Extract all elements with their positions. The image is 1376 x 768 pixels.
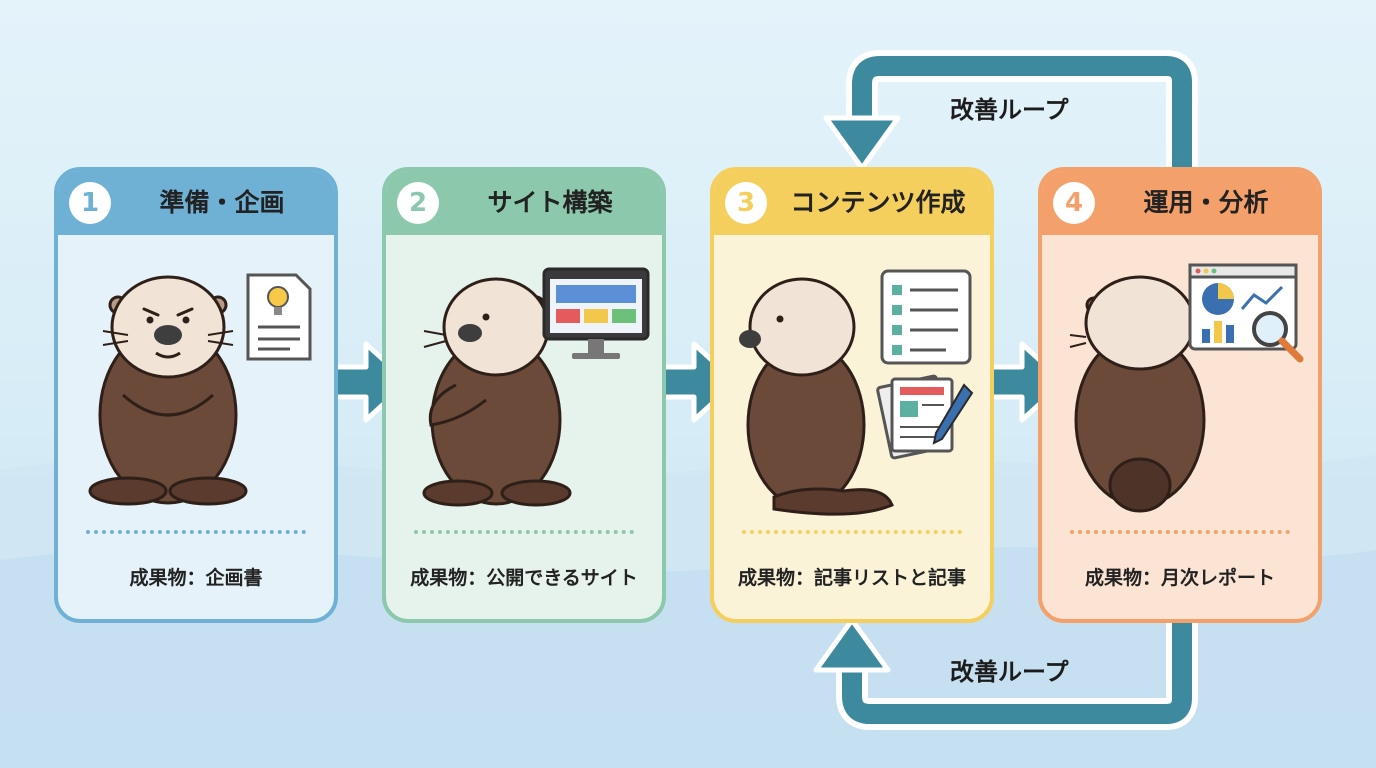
step-title: 準備・企画 — [159, 188, 285, 217]
bottom-loop-arrowhead — [813, 617, 891, 673]
step-illustration — [422, 267, 650, 507]
step-title: 運用・分析 — [1143, 188, 1269, 217]
step-deliverable: 成果物：月次レポート — [1084, 567, 1275, 589]
otter-icon — [1069, 275, 1206, 513]
step-card-4: 4 運用・分析 成果物：月次レポート — [1038, 167, 1322, 623]
step-deliverable: 成果物：公開できるサイト — [410, 567, 638, 589]
analytics-dashboard-icon — [1188, 263, 1304, 363]
monitor-icon — [542, 267, 650, 359]
step-number-badge: 4 — [1053, 182, 1095, 224]
otter-icon — [739, 277, 894, 516]
step-deliverable: 成果物：記事リストと記事 — [737, 567, 966, 589]
step-card-1: 1 準備・企画 成果物：企画書 — [54, 167, 338, 623]
checklist-icon — [880, 269, 972, 365]
divider-dots — [742, 530, 962, 534]
divider-dots — [86, 530, 306, 534]
step-illustration — [1069, 263, 1304, 513]
step-title: コンテンツ作成 — [790, 188, 966, 217]
idea-document-icon — [246, 273, 312, 361]
step-number-badge: 3 — [725, 182, 767, 224]
step-illustration — [88, 273, 312, 506]
step-illustration — [739, 269, 974, 516]
divider-dots — [414, 530, 634, 534]
step-header: 2 サイト構築 — [386, 171, 662, 235]
otter-icon — [88, 275, 248, 506]
step-number-badge: 2 — [397, 182, 439, 224]
step-deliverable: 成果物：企画書 — [129, 567, 263, 589]
step-card-3: 3 コンテンツ作成 — [710, 167, 994, 623]
step-header: 3 コンテンツ作成 — [714, 171, 990, 235]
step-header: 4 運用・分析 — [1042, 171, 1318, 235]
article-pen-icon — [876, 374, 974, 460]
bottom-loop-label: 改善ループ — [950, 658, 1069, 686]
top-loop-arrowhead — [823, 115, 901, 171]
step-title: サイト構築 — [487, 188, 613, 217]
step-number-badge: 1 — [69, 182, 111, 224]
otter-icon — [422, 277, 572, 507]
step-header: 1 準備・企画 — [58, 171, 334, 235]
divider-dots — [1070, 530, 1290, 534]
top-loop-label: 改善ループ — [950, 96, 1069, 124]
step-card-2: 2 サイト構築 成果物：公開できるサイト — [382, 167, 666, 623]
